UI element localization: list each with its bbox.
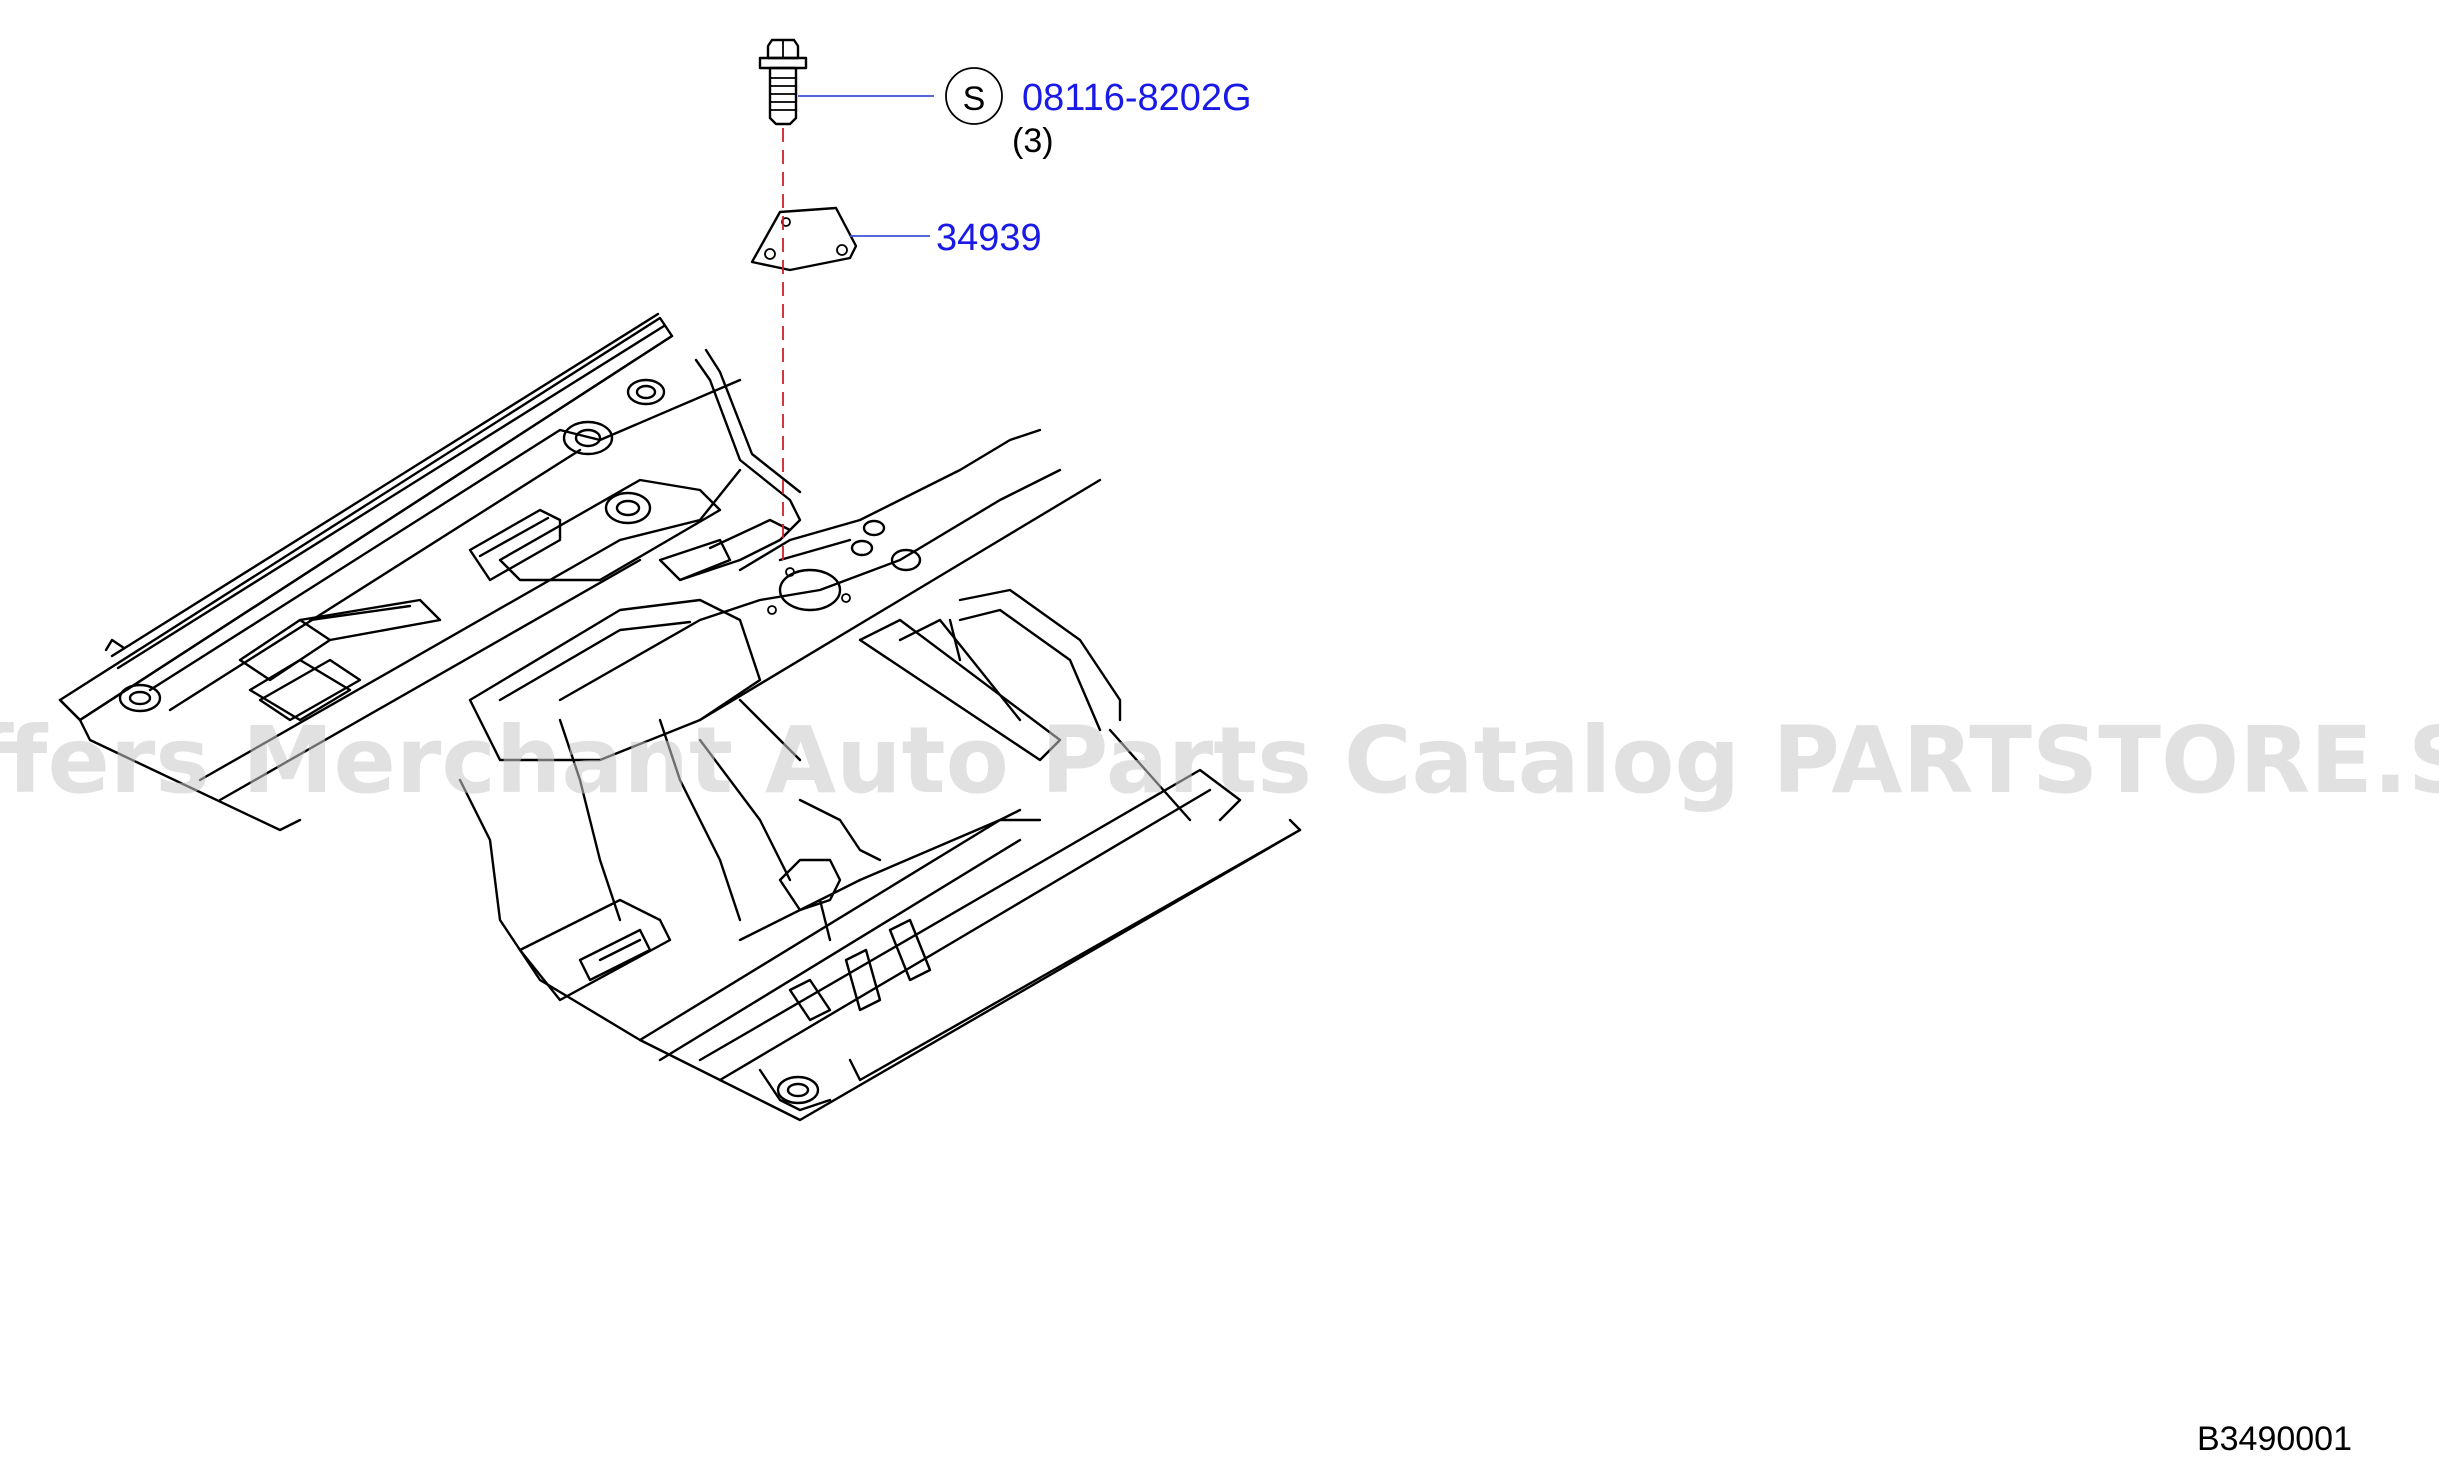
bolt-part-number[interactable]: 08116-8202G — [1022, 77, 1252, 119]
bracket-part-number[interactable]: 34939 — [936, 217, 1042, 259]
watermark-text: Offers Merchant Auto Parts Catalog PARTS… — [0, 707, 2439, 814]
standard-part-symbol: S — [963, 80, 986, 118]
bracket-callout[interactable]: 34939 — [936, 217, 1042, 259]
bolt-quantity: (3) — [1012, 122, 1054, 160]
standard-part-symbol-circle — [945, 67, 1003, 125]
diagram-code: B3490001 — [2197, 1420, 2352, 1458]
bracket-icon — [750, 206, 858, 272]
flange-bolt-icon — [758, 38, 808, 126]
floor-panel-drawing — [58, 312, 1302, 1122]
bolt-callout[interactable]: S 08116-8202G (3) — [945, 67, 1252, 160]
